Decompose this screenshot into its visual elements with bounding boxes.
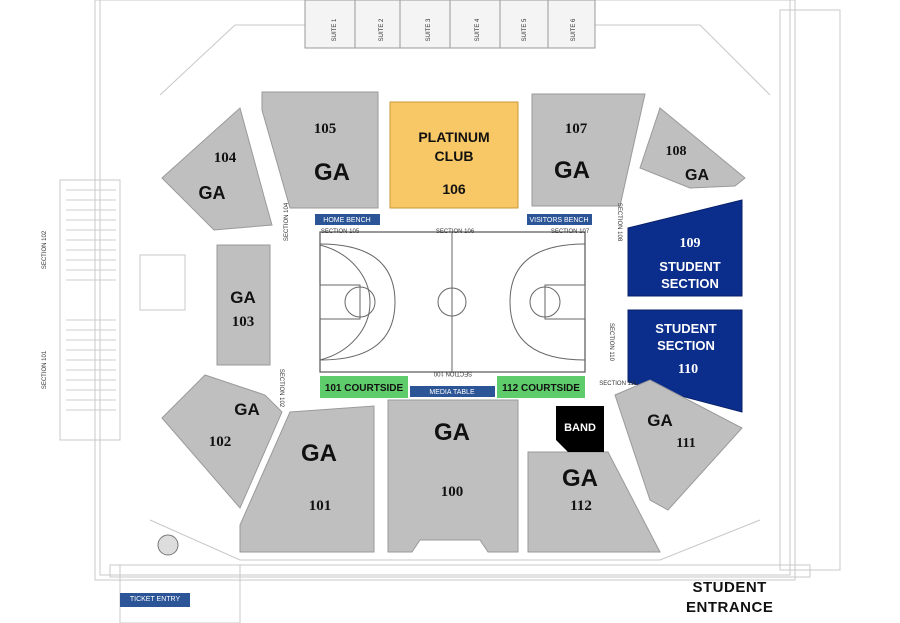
seal-emblem <box>157 534 179 556</box>
label-sec102: SECTION 102 <box>278 369 284 408</box>
courtside-101-label: 101 COURTSIDE <box>325 383 404 394</box>
basketball-court <box>319 231 586 373</box>
section-110-number: 110 <box>678 362 698 377</box>
section-112-number: 112 <box>570 498 592 514</box>
section-103-ga: GA <box>230 288 256 307</box>
section-100[interactable]: GA 100 <box>387 399 519 553</box>
section-107-ga: GA <box>554 157 590 184</box>
courtside-101[interactable]: 101 COURTSIDE <box>320 376 408 398</box>
label-sec105: SECTION 105 <box>321 229 360 235</box>
section-111-number: 111 <box>676 436 695 451</box>
student-entrance-line2: ENTRANCE <box>686 599 774 616</box>
section-105[interactable]: 105 GA <box>261 91 379 209</box>
suite-3-label: SUITE 3 <box>426 18 432 41</box>
label-sec104: SECTION 104 <box>284 202 290 241</box>
section-105-number: 105 <box>314 121 337 137</box>
section-104-ga: GA <box>199 183 226 203</box>
home-bench-label: HOME BENCH <box>323 217 370 224</box>
section-102-ga: GA <box>234 400 260 419</box>
ticket-entry-label: TICKET ENTRY <box>120 593 190 607</box>
section-112-ga: GA <box>562 465 598 492</box>
band-label: BAND <box>564 422 596 434</box>
label-sec100: SECTION 100 <box>433 370 472 376</box>
section-101-number: 101 <box>309 498 332 514</box>
visitors-bench-label: VISITORS BENCH <box>530 217 589 224</box>
section-111[interactable]: GA 111 <box>614 379 743 511</box>
student-entrance: STUDENT ENTRANCE <box>686 578 773 618</box>
suites-row: SUITE 1 SUITE 2 SUITE 3 SUITE 4 SUITE 5 … <box>304 0 596 49</box>
suite-2-label: SUITE 2 <box>379 18 385 41</box>
section-110-line2: SECTION <box>657 338 715 353</box>
section-102-number: 102 <box>209 434 232 450</box>
section-108[interactable]: 108 GA <box>639 107 746 189</box>
section-110-line1: STUDENT <box>655 321 716 336</box>
suite-6-label: SUITE 6 <box>571 18 577 41</box>
section-101[interactable]: GA 101 <box>239 405 375 553</box>
section-112[interactable]: GA 112 <box>527 451 661 553</box>
student-entrance-line1: STUDENT <box>692 579 767 596</box>
section-108-number: 108 <box>666 144 687 159</box>
section-107-number: 107 <box>565 121 588 137</box>
media-table: MEDIA TABLE <box>410 386 495 397</box>
suite-4-label: SUITE 4 <box>475 18 481 41</box>
section-111-ga: GA <box>647 411 673 430</box>
courtside-112-label: 112 COURTSIDE <box>502 383 580 394</box>
suite-1-label: SUITE 1 <box>332 18 338 41</box>
section-109-line2: SECTION <box>661 276 719 291</box>
section-109-student[interactable]: 109 STUDENT SECTION <box>627 199 743 297</box>
platinum-line1: PLATINUM <box>418 129 489 145</box>
section-106-platinum-club[interactable]: PLATINUM CLUB 106 <box>389 101 519 209</box>
section-100-ga: GA <box>434 419 470 446</box>
label-sec102-side: SECTION 102 <box>42 230 48 269</box>
section-100-number: 100 <box>441 484 464 500</box>
section-103-number: 103 <box>232 314 255 330</box>
home-bench: HOME BENCH <box>315 214 380 225</box>
section-106-number: 106 <box>442 181 466 197</box>
section-104-number: 104 <box>214 150 237 166</box>
band-area[interactable]: BAND <box>556 406 604 452</box>
section-109-line1: STUDENT <box>659 259 720 274</box>
media-table-label: MEDIA TABLE <box>429 389 475 396</box>
label-sec110: SECTION 110 <box>608 323 614 362</box>
label-sec107: SECTION 107 <box>551 229 590 235</box>
label-sec101-side: SECTION 101 <box>42 350 48 389</box>
section-109-number: 109 <box>680 236 701 251</box>
section-108-ga: GA <box>685 167 709 184</box>
courtside-112[interactable]: 112 COURTSIDE <box>497 376 585 398</box>
label-sec106: SECTION 106 <box>436 229 475 235</box>
section-107[interactable]: 107 GA <box>531 93 646 207</box>
platinum-line2: CLUB <box>435 148 474 164</box>
section-104[interactable]: 104 GA <box>161 107 273 231</box>
small-section-labels: SECTION 105 SECTION 106 SECTION 107 SECT… <box>42 202 637 408</box>
section-105-ga: GA <box>314 159 350 186</box>
section-101-ga: GA <box>301 440 337 467</box>
label-sec111: SECTION 111 <box>599 381 637 387</box>
visitors-bench: VISITORS BENCH <box>527 214 592 225</box>
label-sec108: SECTION 108 <box>616 203 622 242</box>
section-103[interactable]: GA 103 <box>216 244 271 366</box>
suite-5-label: SUITE 5 <box>522 18 528 41</box>
section-102[interactable]: GA 102 <box>161 374 283 509</box>
background-architecture <box>59 0 841 623</box>
